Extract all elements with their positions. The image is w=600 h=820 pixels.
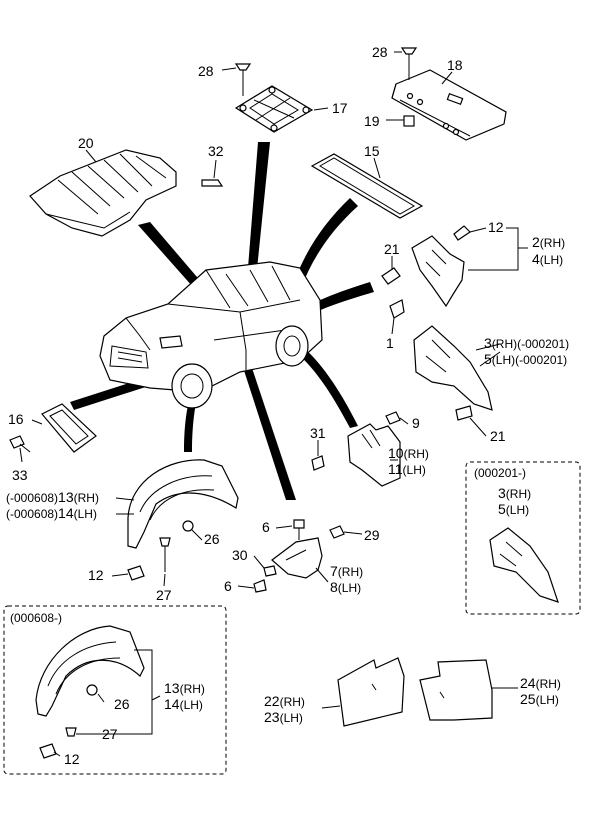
label-12-right: 12	[488, 219, 504, 235]
label-16: 16	[8, 411, 24, 427]
label-29: 29	[364, 527, 380, 543]
part-17-plate	[234, 63, 314, 133]
part-24-splash-guard	[419, 659, 493, 721]
label-14-lh-early: (-000608)14(LH)	[6, 505, 97, 521]
label-19: 19	[364, 113, 380, 129]
label-22-rh: 22(RH)	[264, 693, 305, 709]
label-9: 9	[412, 415, 420, 431]
label-6-lower: 6	[224, 578, 232, 594]
part-18-bracket	[391, 47, 507, 141]
inset-000608	[3, 605, 227, 775]
label-25-lh: 25(LH)	[520, 691, 559, 707]
part-2-bracket	[381, 225, 471, 319]
label-33: 33	[12, 467, 28, 483]
inset-000608-title: (000608-)	[10, 611, 62, 625]
label-7-rh: 7(RH)	[330, 563, 363, 579]
label-28-right: 28	[372, 44, 388, 60]
callout-labels: 28 17 28 18 19 20 32 15 12 2(RH) 4(LH) 2…	[6, 44, 569, 767]
label-1: 1	[386, 335, 394, 351]
label-20: 20	[78, 135, 94, 151]
label-6-upper: 6	[262, 519, 270, 535]
label-3-rh: 3(RH)(-000201)	[484, 335, 569, 351]
inset-000201	[465, 461, 581, 615]
inset-000608-label-14: 14(LH)	[164, 696, 203, 712]
label-27: 27	[156, 587, 172, 603]
inset-000608-label-27: 27	[102, 726, 118, 742]
label-32: 32	[208, 143, 224, 159]
label-18: 18	[447, 57, 463, 73]
part-15-gasket	[310, 153, 424, 219]
part-3-bracket	[413, 325, 493, 421]
label-23-lh: 23(LH)	[264, 709, 303, 725]
vehicle-body	[99, 261, 323, 409]
inset-000201-label-5: 5(LH)	[498, 501, 529, 517]
part-7-bracket	[253, 519, 345, 593]
label-5-lh: 5(LH)(-000201)	[484, 351, 567, 367]
part-13-wheel-arch	[127, 459, 239, 581]
inset-000608-label-12: 12	[64, 751, 80, 767]
label-10-rh: 10(RH)	[388, 445, 429, 461]
inset-000608-label-26: 26	[114, 696, 130, 712]
label-26: 26	[204, 531, 220, 547]
inset-000608-label-13: 13(RH)	[164, 680, 205, 696]
label-11-lh: 11(LH)	[388, 461, 426, 477]
label-31: 31	[310, 425, 326, 441]
label-15: 15	[364, 143, 380, 159]
part-20-heat-shield	[29, 149, 224, 237]
part-16-bezel	[9, 403, 97, 453]
inset-000201-label-3: 3(RH)	[498, 485, 531, 501]
label-8-lh: 8(LH)	[330, 579, 361, 595]
label-21-upper: 21	[384, 241, 400, 257]
label-28-top: 28	[198, 63, 214, 79]
label-17: 17	[332, 100, 348, 116]
label-13-rh-early: (-000608)13(RH)	[6, 489, 99, 505]
part-10-mudguard	[311, 411, 401, 487]
label-12-lower: 12	[88, 567, 104, 583]
label-2-rh: 2(RH)	[532, 234, 565, 250]
label-24-rh: 24(RH)	[520, 675, 561, 691]
part-22-splash-guard	[337, 657, 405, 727]
leader-lines	[19, 51, 528, 757]
label-4-lh: 4(LH)	[532, 251, 563, 267]
inset-000201-title: (000201-)	[474, 466, 526, 480]
label-30: 30	[232, 547, 248, 563]
label-21-lower: 21	[490, 428, 506, 444]
